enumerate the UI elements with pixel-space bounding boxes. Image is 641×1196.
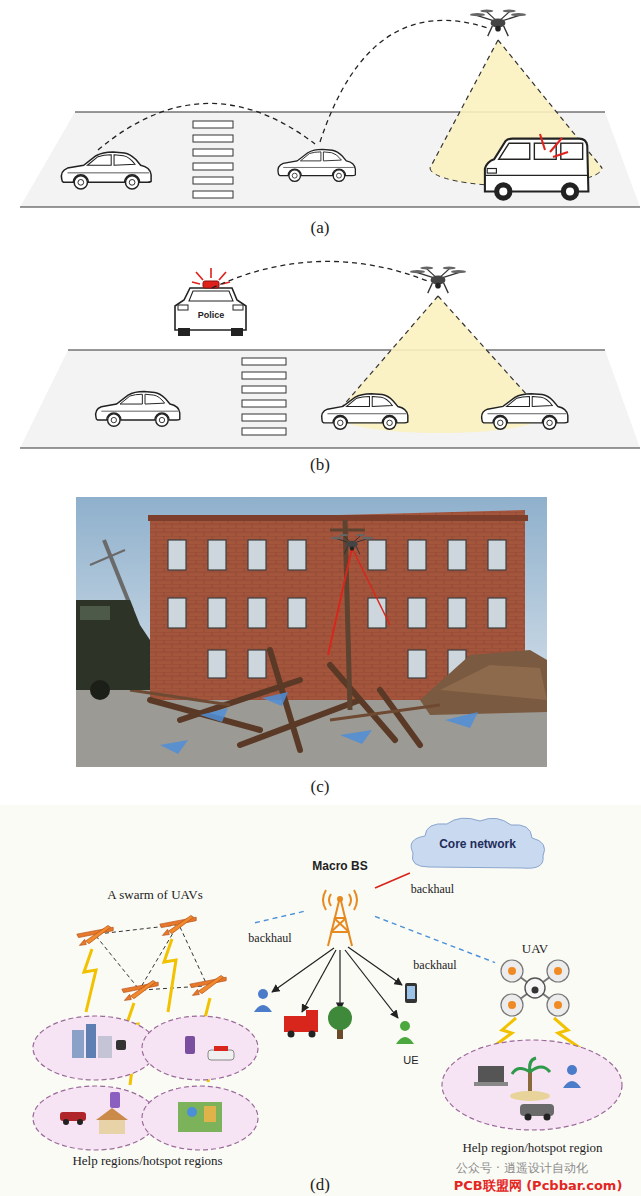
ue-label: UE bbox=[403, 1054, 418, 1066]
macro-base-station: Macro BS bbox=[305, 858, 375, 948]
node-text: Core network bbox=[436, 836, 519, 852]
node-text: A swarm of UAVs bbox=[104, 886, 205, 904]
node-text: Macro BS bbox=[309, 858, 370, 874]
edge-label: backhaul bbox=[411, 958, 458, 973]
panel-caption: (d) bbox=[310, 1175, 330, 1195]
watermark: 公众号 · 逍遥设计自动化 bbox=[456, 1160, 587, 1177]
backhaul-link bbox=[375, 873, 410, 888]
watermark: PCB联盟网 (Pcbbar.com) bbox=[454, 1177, 623, 1195]
node-text: Help region/hotspot region bbox=[459, 1139, 605, 1157]
panel-caption: (b) bbox=[310, 455, 330, 475]
panel-caption: (a) bbox=[311, 218, 330, 238]
node-text: Help regions/hotspot regions bbox=[69, 1152, 225, 1170]
core-network-cloud: Core network bbox=[405, 815, 550, 873]
vehicle-marking: Police bbox=[198, 310, 225, 320]
edge-label: backhaul bbox=[246, 931, 293, 946]
edge-label: backhaul bbox=[409, 882, 456, 897]
uav-swarm-group: A swarm of UAVs bbox=[55, 886, 255, 1006]
uav-node: UAV bbox=[495, 940, 575, 1016]
help-regions-group: Help regions/hotspot regions bbox=[30, 1012, 265, 1170]
node-text: UAV bbox=[519, 940, 552, 958]
panel-caption: (c) bbox=[311, 777, 330, 797]
backhaul-link bbox=[375, 916, 495, 962]
help-region-node: Help region/hotspot region bbox=[440, 1030, 625, 1157]
backhaul-link bbox=[255, 911, 305, 923]
